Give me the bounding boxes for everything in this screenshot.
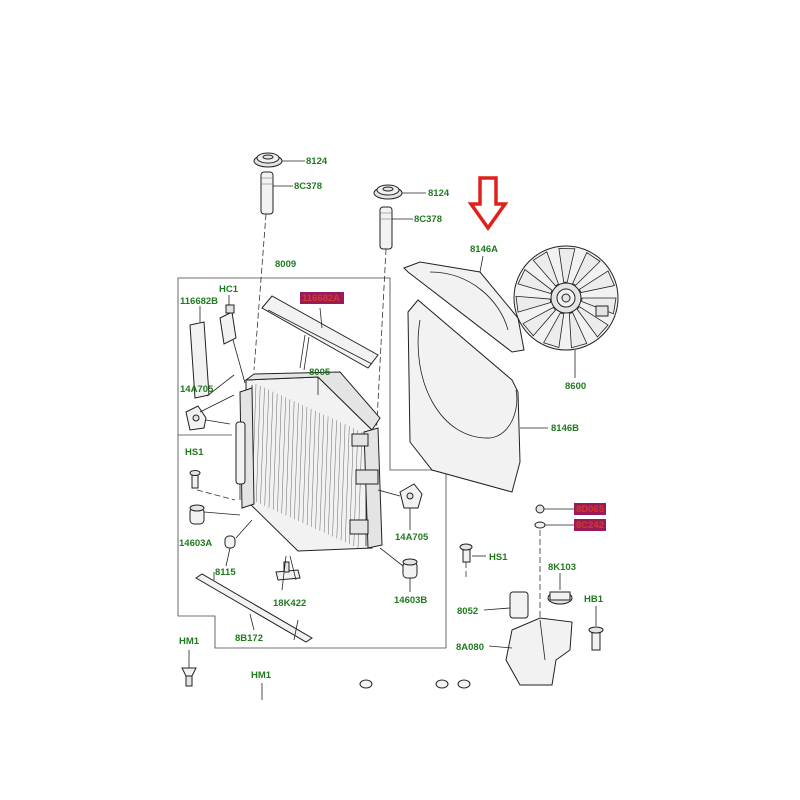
tube-8c378-right [375,206,413,441]
radiator-fin [260,387,265,504]
label-8k103: 8K103 [548,562,576,573]
radiator-fin [277,395,282,512]
fan-blade [517,268,553,294]
fan-blade [522,307,557,337]
label-8009: 8009 [275,259,296,270]
radiator-fin [255,385,261,502]
label-18k422: 18K422 [273,598,306,609]
fan-blade [572,251,601,286]
radiator-fin [294,403,299,520]
radiator-fin [306,408,312,525]
radiator-fin [323,416,329,533]
bolt-hs1-left [189,470,236,501]
expansion-tank-8a080 [488,617,573,686]
radiator-fin [302,407,308,524]
label-14a705-right: 14A705 [395,532,429,543]
filler-cap-left [253,152,305,168]
fan-blade [532,251,559,287]
label-hm1-right: HM1 [251,670,272,681]
label-8a080: 8A080 [456,642,484,653]
fan-blade [578,270,615,293]
label-8124-right: 8124 [428,188,450,199]
radiator-fin [340,424,346,541]
radiator-fin [268,391,274,508]
fan-shroud-lower-8146b [407,299,548,493]
tube-8c378-left [253,171,293,371]
highlight-116682a [300,292,344,304]
bracket-18k422 [275,555,301,591]
bottom-fittings [359,679,471,689]
part-labels: 8124 8C378 8124 8C378 8146A 8009 116682B… [179,156,606,681]
washer-8c242 [534,521,574,620]
clip-8115 [224,519,253,567]
radiator-fin [272,393,278,510]
radiator-fin [345,426,350,543]
fan-blade [568,312,588,349]
fan-blade [576,306,609,338]
viscous-fan-8600 [513,245,619,378]
label-hm1-left: HM1 [179,636,200,647]
radiator-fin [298,405,303,522]
label-8c378-right: 8C378 [414,214,442,225]
label-hb1: HB1 [584,594,604,605]
highlight-8d065 [574,503,606,515]
label-8600: 8600 [565,381,586,392]
side-seal-116682b [189,306,235,399]
label-8052: 8052 [457,606,478,617]
label-hc1: HC1 [219,284,239,295]
side-cooler-tank [235,421,246,500]
label-hs1-left: HS1 [185,447,204,458]
radiator-fin [328,418,333,535]
bolt-8d065 [535,504,574,514]
radiator-fin [285,399,291,516]
radiator-fin [289,401,295,518]
bracket-hc1 [219,295,246,384]
label-8b172: 8B172 [235,633,263,644]
mount-14603b [379,547,418,592]
fan-shroud-upper-8146a [403,255,525,353]
label-8115: 8115 [215,567,236,578]
radiator-assembly-frame [177,277,447,649]
filler-cap-right [373,184,426,200]
label-14603a: 14603A [179,538,212,549]
radiator-fin [311,410,316,527]
label-14a705-left: 14A705 [180,384,214,395]
down-arrow-icon [467,176,509,232]
bracket-14a705-right [377,483,423,530]
label-8d065: 8D065 [576,504,605,515]
highlight-8c242 [574,519,606,531]
label-116682a: 116682A [302,293,340,304]
seal-strip-116682a [261,295,379,371]
label-8146b: 8146B [551,423,579,434]
bolt-hb1 [588,606,604,651]
radiator-fin [281,397,286,514]
label-116682b: 116682B [180,296,218,307]
fan-blade [543,312,565,349]
radiator-fin [264,389,269,506]
radiator-fin [315,412,320,529]
radiator-fin [336,422,342,539]
bolt-hs1-right [459,543,486,580]
fan-blade [515,295,552,313]
sensor-8052 [483,591,529,619]
radiator-core-8005 [239,371,383,552]
fan-blade [558,248,576,283]
radiator-fin [319,414,325,531]
cap-8k103 [547,573,573,605]
label-8005: 8005 [309,367,331,378]
bracket-14a705-left [185,394,235,431]
label-14603b: 14603B [394,595,427,606]
lower-strip-8b172 [195,572,313,643]
label-8c378-left: 8C378 [294,181,322,192]
label-8c242: 8C242 [576,520,604,531]
label-8124-left: 8124 [306,156,328,167]
label-hs1-right: HS1 [489,552,508,563]
radiator-fin [332,420,337,537]
mount-14603a [189,504,241,525]
label-8146a: 8146A [470,244,498,255]
fastener-hm1-left [181,650,197,687]
